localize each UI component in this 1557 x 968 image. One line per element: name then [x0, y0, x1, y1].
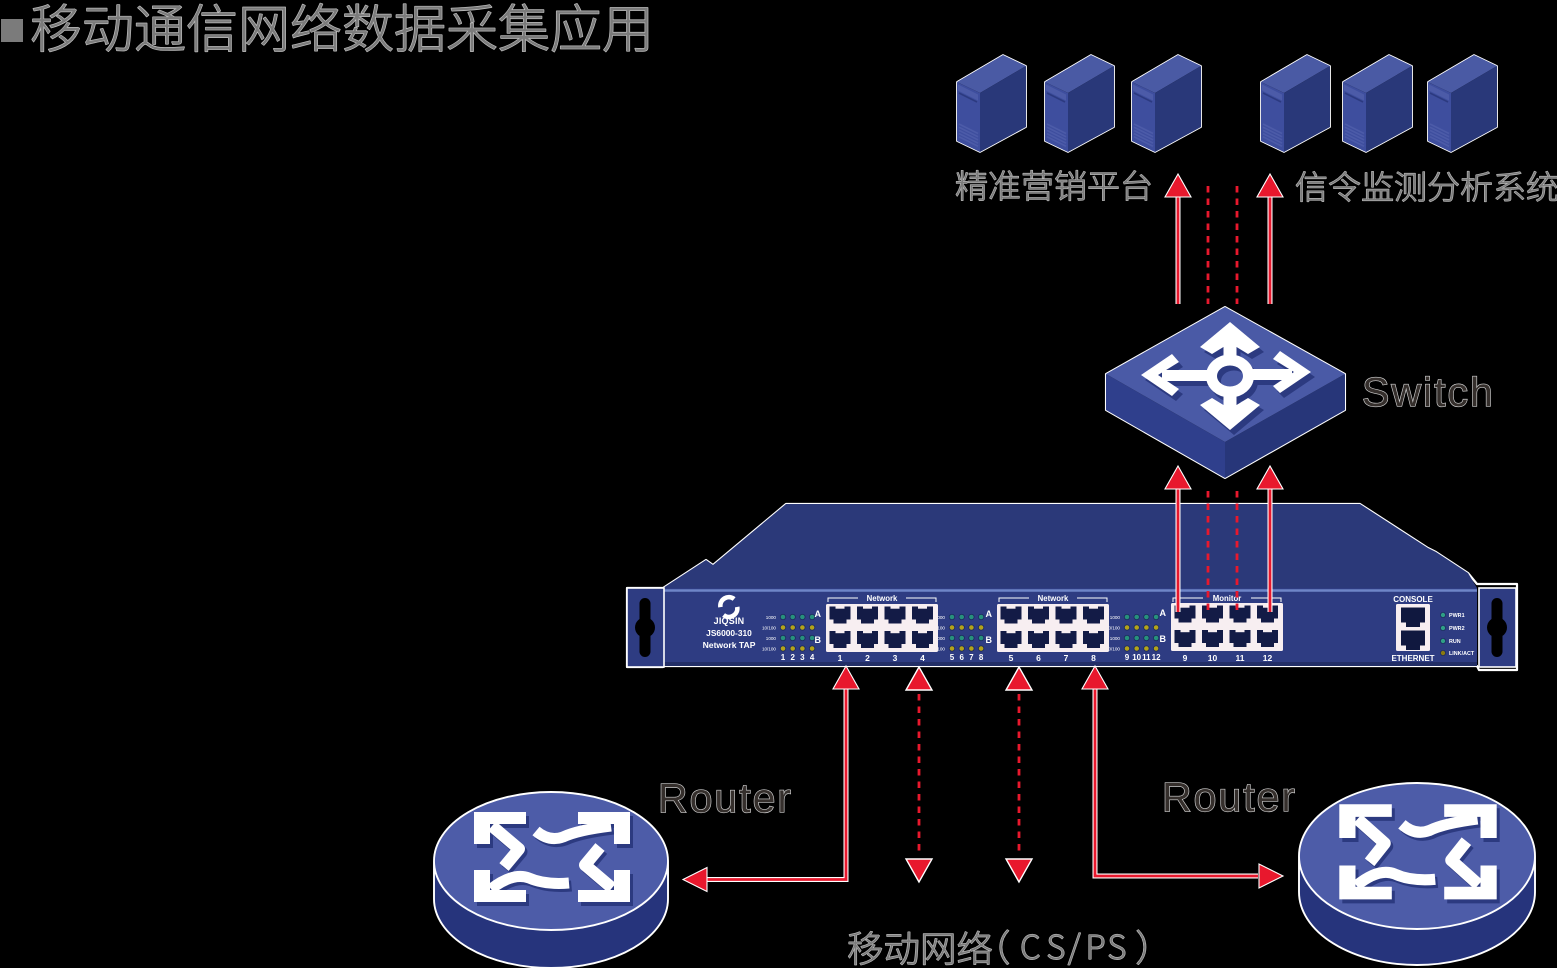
svg-text:1: 1: [781, 653, 786, 662]
svg-text:10/100: 10/100: [931, 625, 945, 630]
svg-text:Monitor: Monitor: [1213, 594, 1242, 603]
svg-text:A: A: [815, 609, 822, 619]
svg-text:4: 4: [810, 653, 815, 662]
svg-text:3: 3: [800, 653, 805, 662]
svg-text:CONSOLE: CONSOLE: [1393, 595, 1433, 604]
svg-text:1: 1: [838, 653, 843, 663]
svg-text:ETHERNET: ETHERNET: [1391, 654, 1434, 663]
svg-text:4: 4: [920, 653, 925, 663]
svg-text:3: 3: [893, 653, 898, 663]
svg-text:1000: 1000: [766, 636, 777, 641]
svg-text:Switch: Switch: [1362, 369, 1495, 415]
svg-text:10: 10: [1208, 653, 1218, 663]
svg-text:10/100: 10/100: [762, 625, 776, 630]
svg-text:LINK/ACT: LINK/ACT: [1449, 651, 1475, 657]
svg-text:Network: Network: [867, 594, 898, 603]
svg-text:6: 6: [1036, 653, 1041, 663]
svg-text:1000: 1000: [1110, 636, 1121, 641]
svg-text:5: 5: [950, 653, 955, 662]
svg-text:5: 5: [1009, 653, 1014, 663]
svg-text:11: 11: [1236, 653, 1245, 663]
svg-text:1000: 1000: [935, 636, 946, 641]
svg-text:JS6000-310: JS6000-310: [706, 628, 752, 638]
svg-text:9: 9: [1183, 653, 1188, 663]
svg-text:11: 11: [1142, 653, 1151, 662]
svg-text:10: 10: [1132, 653, 1141, 662]
svg-text:1000: 1000: [935, 615, 946, 620]
svg-text:B: B: [986, 635, 993, 645]
svg-text:Network TAP: Network TAP: [703, 640, 756, 650]
svg-text:10/100: 10/100: [931, 646, 945, 651]
svg-text:PWR1: PWR1: [1449, 613, 1465, 619]
svg-text:Router: Router: [1162, 774, 1297, 820]
svg-text:B: B: [815, 635, 822, 645]
svg-text:A: A: [986, 609, 993, 619]
svg-text:2: 2: [790, 653, 795, 662]
svg-text:B: B: [1160, 634, 1167, 644]
svg-text:Network: Network: [1038, 594, 1069, 603]
svg-text:2: 2: [865, 653, 870, 663]
svg-text:1000: 1000: [766, 615, 777, 620]
svg-text:A: A: [1160, 608, 1167, 618]
svg-text:10/100: 10/100: [762, 646, 776, 651]
svg-text:7: 7: [969, 653, 974, 662]
svg-text:6: 6: [959, 653, 964, 662]
svg-text:10/100: 10/100: [1106, 646, 1120, 651]
svg-text:8: 8: [1091, 653, 1096, 663]
svg-text:PWR2: PWR2: [1449, 626, 1465, 632]
svg-text:9: 9: [1125, 653, 1130, 662]
svg-text:12: 12: [1263, 653, 1273, 663]
svg-text:RUN: RUN: [1449, 639, 1461, 645]
svg-text:JIQSIN: JIQSIN: [714, 616, 745, 626]
svg-text:7: 7: [1064, 653, 1069, 663]
svg-text:12: 12: [1152, 653, 1161, 662]
svg-text:8: 8: [979, 653, 984, 662]
svg-text:10/100: 10/100: [1106, 625, 1120, 630]
svg-text:Router: Router: [658, 775, 793, 821]
svg-text:1000: 1000: [1110, 615, 1121, 620]
